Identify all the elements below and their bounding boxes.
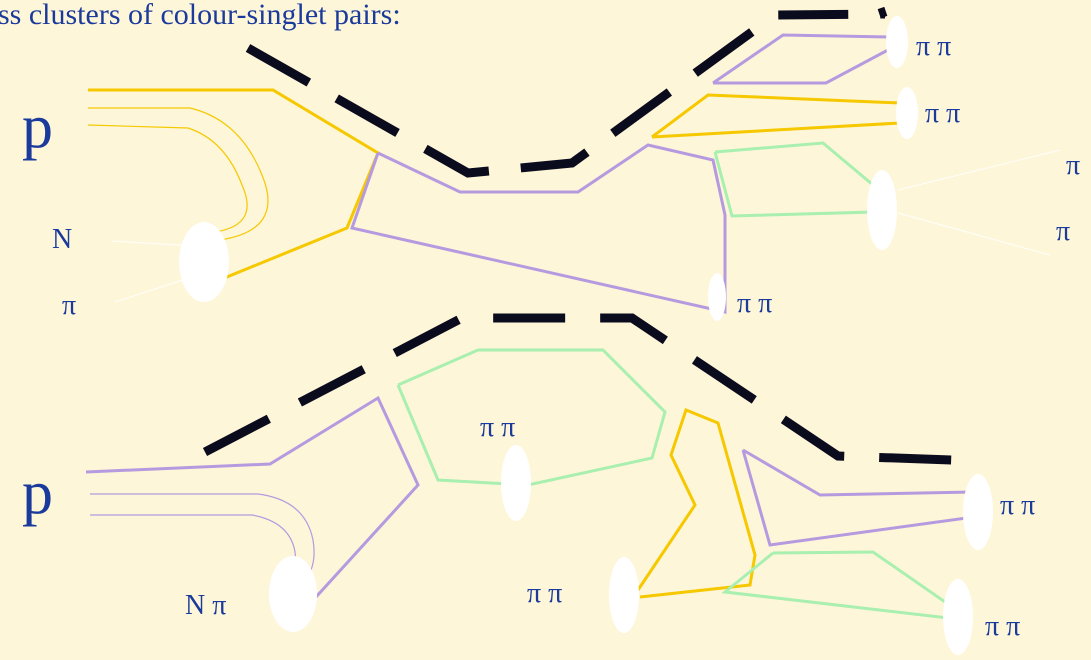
bottom-green-string-center	[396, 348, 667, 487]
top-pion-left-label: π	[62, 290, 77, 321]
bottom-cluster-center	[501, 445, 531, 521]
bottom-green-string-right	[721, 550, 950, 620]
top-pair-1-label: π π	[916, 31, 952, 62]
bottom-pair-right-bottom-label: π π	[985, 611, 1021, 642]
top-green-string	[713, 141, 875, 218]
top-proton-yellow-line	[88, 88, 380, 292]
bottom-proton-label: p	[22, 459, 53, 527]
bottom-pair-right-top-label: π π	[1000, 490, 1036, 521]
bottom-yellow-string	[636, 408, 757, 599]
top-purple-string	[350, 143, 727, 314]
top-dashed-line	[245, 9, 886, 178]
bottom-purple-string-right	[741, 448, 976, 547]
bottom-pair-lower-label: π π	[527, 578, 563, 609]
top-pion-right-top-line	[897, 149, 1061, 191]
top-pion-right-top-label: π	[1066, 150, 1081, 181]
top-dashed-end-tick	[877, 6, 888, 19]
top-proton-label: p	[22, 93, 53, 161]
bottom-cluster-right-bottom	[943, 579, 973, 655]
bottom-cluster-right-top	[963, 474, 993, 550]
bottom-dashed-line	[202, 313, 953, 465]
top-cluster-pair-1	[886, 16, 908, 68]
top-nucleon-label: N	[52, 224, 73, 255]
top-cluster-right	[867, 170, 897, 250]
top-nucleon-line	[111, 240, 196, 247]
bottom-cluster-lower	[609, 557, 639, 633]
top-pion-right-bottom-line	[897, 212, 1051, 256]
top-cluster-nucleon	[179, 222, 229, 302]
top-yellow-string-right	[651, 93, 902, 139]
bottom-proton-purple-line	[85, 395, 420, 599]
top-proton-thin-line-1	[88, 107, 269, 241]
top-pair-2-label: π π	[925, 98, 961, 129]
bottom-cluster-nucleon-pion	[269, 556, 317, 632]
bottom-nucleon-pion-label: N π	[185, 590, 227, 621]
caption: ss clusters of colour-singlet pairs:	[0, 0, 401, 31]
top-pion-right-bottom-label: π	[1056, 216, 1071, 247]
bottom-proton-thin-line-2	[90, 514, 297, 586]
bottom-pair-center-label: π π	[480, 412, 516, 443]
top-cluster-bottom	[708, 273, 726, 321]
top-proton-thin-line-2	[87, 124, 248, 233]
top-cluster-pair-2	[896, 87, 918, 139]
top-pair-bottom-label: π π	[737, 288, 773, 319]
